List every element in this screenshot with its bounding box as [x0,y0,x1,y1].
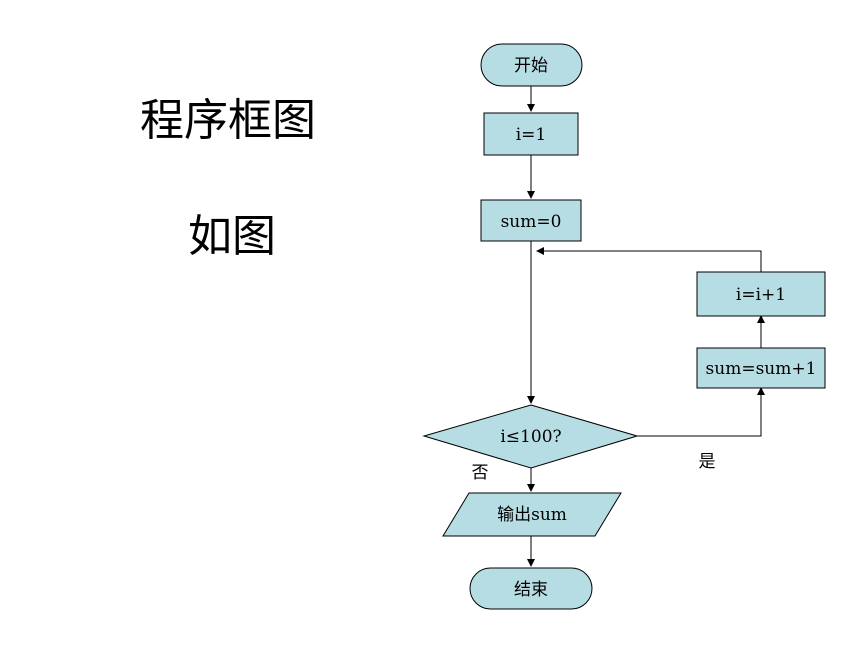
end-terminal: 结束 [469,567,593,610]
init-sum-process: sum=0 [480,199,582,242]
output-label: 输出sum [497,505,567,525]
output-io: 输出sum [442,492,622,537]
init-sum-label: sum=0 [501,212,562,232]
condition-label: i≤100? [500,427,561,447]
update-i-label: i=i+1 [736,285,786,305]
init-i-process: i=1 [483,112,579,156]
no-branch-label: 否 [472,463,489,483]
start-terminal: 开始 [480,43,583,87]
condition-decision: i≤100? [422,404,639,469]
init-i-label: i=1 [516,125,547,145]
yes-branch-label: 是 [699,452,716,472]
edge-condition-yes-to-update-sum [637,387,765,437]
update-sum-label: sum=sum+1 [706,359,817,379]
slide-title: 程序框图 [140,95,316,146]
slide-subtitle: 如图 [188,211,276,262]
start-label: 开始 [514,56,548,76]
update-sum-process: sum=sum+1 [696,347,826,389]
edge-update-i-loop-back [536,247,762,272]
end-label: 结束 [514,580,548,600]
update-i-process: i=i+1 [696,271,826,317]
flowchart-edges [527,86,765,567]
